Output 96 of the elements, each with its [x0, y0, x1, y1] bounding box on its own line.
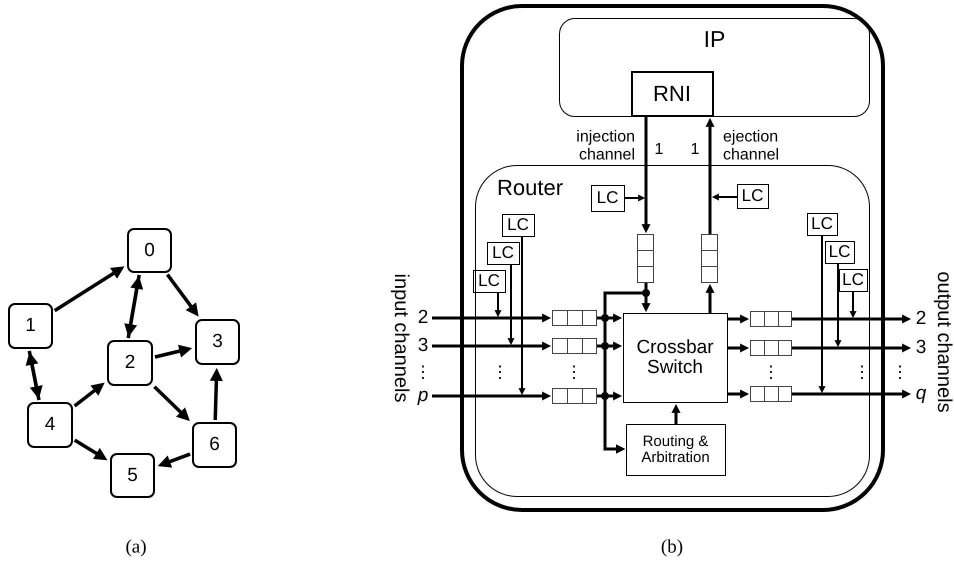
link-controller-box [502, 214, 534, 236]
vertex-box [27, 402, 73, 448]
arrow [158, 452, 191, 468]
arrow [210, 368, 223, 420]
arrow [706, 118, 714, 234]
arrow [834, 264, 842, 348]
arrow [166, 274, 199, 317]
buffer-queue [750, 386, 792, 402]
crossbar-box [622, 312, 728, 402]
node-label: 5 [126, 466, 139, 486]
node-label: 3 [418, 336, 428, 356]
node-label: LC [740, 187, 764, 205]
ellipsis-mark: ⋮ [566, 364, 582, 382]
arrow [153, 385, 190, 422]
node-label: 3 [211, 332, 224, 352]
node-label: Crossbar Switch [635, 338, 715, 378]
arrow [74, 438, 108, 460]
vertex-box [107, 340, 153, 386]
arrow [792, 390, 912, 398]
node-label: LC [506, 216, 530, 234]
buffer-queue [750, 310, 792, 326]
node-label: LC [491, 244, 515, 262]
arrow [850, 292, 856, 318]
arrow [494, 293, 502, 318]
link-controller-box [486, 242, 520, 264]
channel-width-label: 1 [654, 141, 664, 159]
panel-caption: (b) [660, 538, 684, 558]
node-label: RNI [652, 82, 692, 106]
arrow [818, 236, 826, 394]
node-label: 2 [124, 353, 136, 373]
node-label: LC [828, 243, 852, 261]
arrow [518, 237, 526, 396]
buffer-queue [552, 338, 596, 354]
vertex-box [192, 422, 237, 468]
link-controller-box [472, 270, 506, 292]
arrow [706, 284, 714, 313]
node-label: IP [702, 27, 726, 52]
link-controller-box [736, 184, 768, 208]
ellipsis-mark: ⋮ [854, 364, 870, 382]
arrow [728, 390, 750, 398]
arrow [672, 404, 680, 424]
node-label: 6 [208, 435, 221, 455]
ellipsis-mark: ⋮ [762, 364, 780, 382]
buffer-queue [552, 310, 596, 326]
node-label: LC [596, 189, 620, 207]
buffer-queue [636, 234, 654, 282]
ip-block [559, 18, 870, 117]
arrow [432, 392, 552, 400]
link-controller-box [590, 184, 624, 212]
arrow [792, 344, 912, 352]
router-tile-outline [460, 4, 885, 512]
arrow [74, 382, 105, 408]
vertex-box [127, 228, 172, 273]
vertex-box [8, 303, 53, 349]
buffer-queue [552, 388, 596, 404]
arrow [508, 265, 514, 346]
node-label: 1 [24, 316, 37, 336]
link-controller-box [806, 212, 838, 236]
side-caption: input channels [390, 274, 412, 402]
interface-block [630, 70, 714, 116]
channel-label: ejection channel [723, 128, 780, 164]
ellipsis-mark: ⋮ [414, 364, 432, 382]
buffer-queue [700, 234, 718, 282]
arrow [154, 344, 192, 359]
channel-width-label: 1 [690, 141, 700, 159]
node-label: 2 [916, 309, 926, 329]
node-label: LC [810, 215, 834, 233]
vertex-box [110, 453, 155, 498]
node-label: 0 [143, 240, 156, 260]
arrow [432, 342, 552, 350]
node-label: p [418, 386, 428, 406]
buffer-queue [750, 340, 792, 356]
arrow [712, 194, 737, 200]
vertex-box [195, 319, 240, 365]
node-label: 3 [916, 338, 926, 358]
channel-label: injection channel [575, 128, 635, 164]
arrow [728, 344, 750, 352]
ellipsis-mark: ⋮ [892, 364, 908, 382]
arrow [54, 266, 125, 312]
arrow [642, 117, 650, 234]
ellipsis-mark: ⋮ [492, 364, 508, 382]
node-label: Routing & Arbitration [640, 434, 711, 466]
panel-caption: (a) [125, 538, 147, 558]
arrow [625, 194, 646, 202]
arbitration-box [626, 424, 726, 476]
node-label: 4 [44, 415, 56, 435]
arrow [728, 314, 750, 324]
node-label: LC [477, 272, 501, 290]
arrow [432, 314, 552, 322]
side-caption: output channels [933, 271, 954, 413]
node-label: 2 [418, 308, 428, 328]
arrow [792, 314, 912, 324]
router-block [475, 165, 870, 497]
node-label: LC [841, 271, 865, 289]
node-label: q [916, 384, 926, 404]
node-label: Router [496, 176, 564, 200]
